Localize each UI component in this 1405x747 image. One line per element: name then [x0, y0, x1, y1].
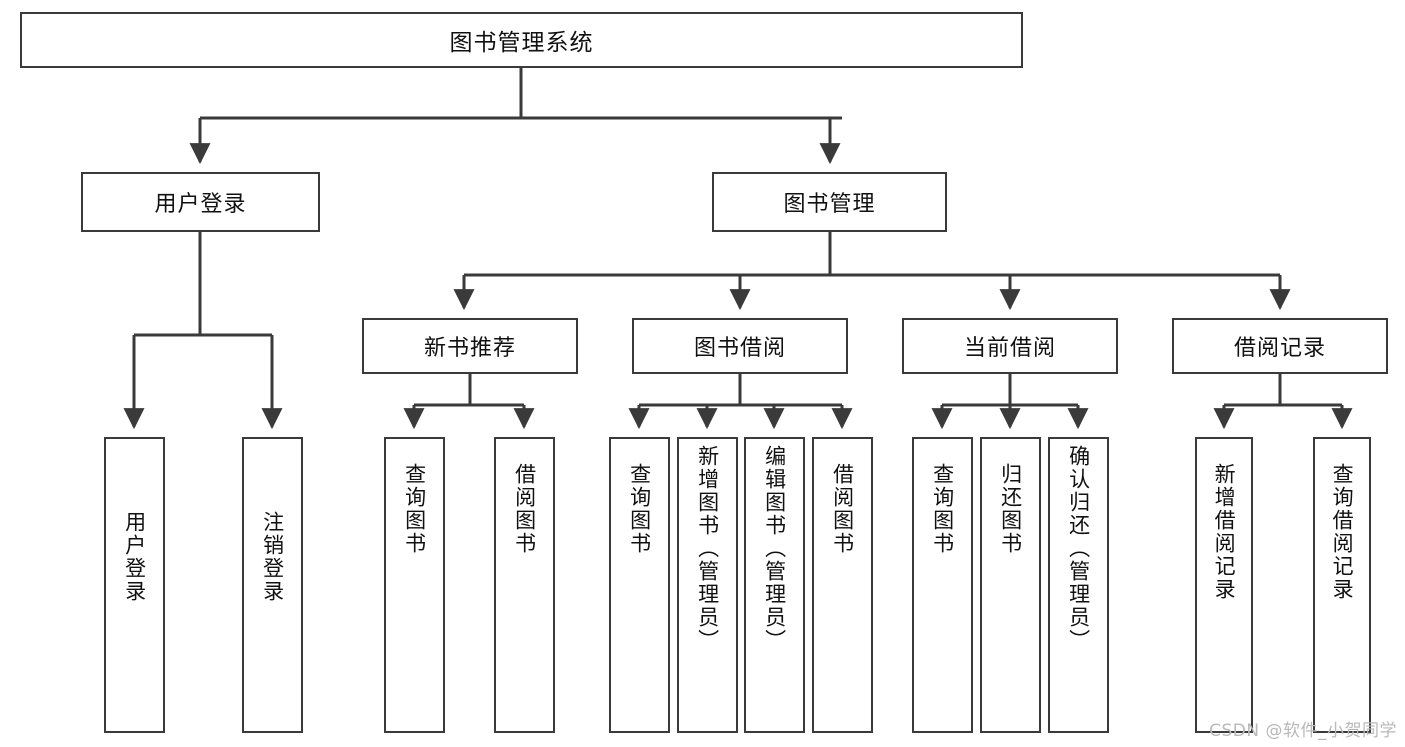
- leaf-add-book-label: 新增图书（管理员）: [695, 445, 720, 652]
- leaf-borrow-book-2-label: 借阅图书: [830, 463, 855, 555]
- node-book-manage-label: 图书管理: [783, 192, 876, 217]
- csdn-watermark: CSDN @软件_小贺同学: [1209, 721, 1397, 741]
- leaf-edit-book[interactable]: 编辑图书（管理员）: [744, 437, 805, 733]
- leaf-query-book-2-label: 查询图书: [627, 463, 652, 555]
- leaf-user-login-label: 用户登录: [122, 511, 147, 603]
- leaf-query-record[interactable]: 查询借阅记录: [1313, 437, 1371, 733]
- leaf-query-book-2[interactable]: 查询图书: [609, 437, 670, 733]
- node-borrow-record[interactable]: 借阅记录: [1172, 318, 1388, 374]
- leaf-logout[interactable]: 注销登录: [242, 437, 303, 733]
- leaf-confirm-return[interactable]: 确认归还（管理员）: [1048, 437, 1109, 733]
- leaf-add-book[interactable]: 新增图书（管理员）: [677, 437, 738, 733]
- leaf-add-record[interactable]: 新增借阅记录: [1195, 437, 1253, 733]
- leaf-logout-label: 注销登录: [260, 511, 285, 603]
- node-borrow-record-label: 借阅记录: [1233, 336, 1326, 361]
- leaf-borrow-book-2[interactable]: 借阅图书: [812, 437, 873, 733]
- leaf-query-book-3[interactable]: 查询图书: [912, 437, 973, 733]
- leaf-add-record-label: 新增借阅记录: [1212, 463, 1237, 601]
- leaf-confirm-return-label: 确认归还（管理员）: [1066, 445, 1091, 652]
- leaf-return-book[interactable]: 归还图书: [980, 437, 1041, 733]
- node-book-borrow[interactable]: 图书借阅: [632, 318, 848, 374]
- node-book-borrow-label: 图书借阅: [693, 336, 786, 361]
- leaf-borrow-book-1-label: 借阅图书: [512, 463, 537, 555]
- node-user-login-label: 用户登录: [154, 192, 247, 217]
- leaf-user-login[interactable]: 用户登录: [104, 437, 165, 733]
- leaf-return-book-label: 归还图书: [998, 463, 1023, 555]
- leaf-edit-book-label: 编辑图书（管理员）: [762, 445, 787, 652]
- leaf-query-book-1-label: 查询图书: [402, 463, 427, 555]
- node-book-manage[interactable]: 图书管理: [712, 172, 947, 232]
- node-current-borrow-label: 当前借阅: [963, 336, 1056, 361]
- node-root[interactable]: 图书管理系统: [20, 12, 1023, 68]
- leaf-query-record-label: 查询借阅记录: [1330, 463, 1355, 601]
- node-new-book-recommend[interactable]: 新书推荐: [362, 318, 578, 374]
- leaf-query-book-3-label: 查询图书: [930, 463, 955, 555]
- leaf-query-book-1[interactable]: 查询图书: [384, 437, 445, 733]
- leaf-borrow-book-1[interactable]: 借阅图书: [494, 437, 555, 733]
- node-user-login[interactable]: 用户登录: [81, 172, 320, 232]
- node-root-label: 图书管理系统: [449, 30, 594, 56]
- node-new-book-recommend-label: 新书推荐: [423, 336, 516, 361]
- node-current-borrow[interactable]: 当前借阅: [902, 318, 1118, 374]
